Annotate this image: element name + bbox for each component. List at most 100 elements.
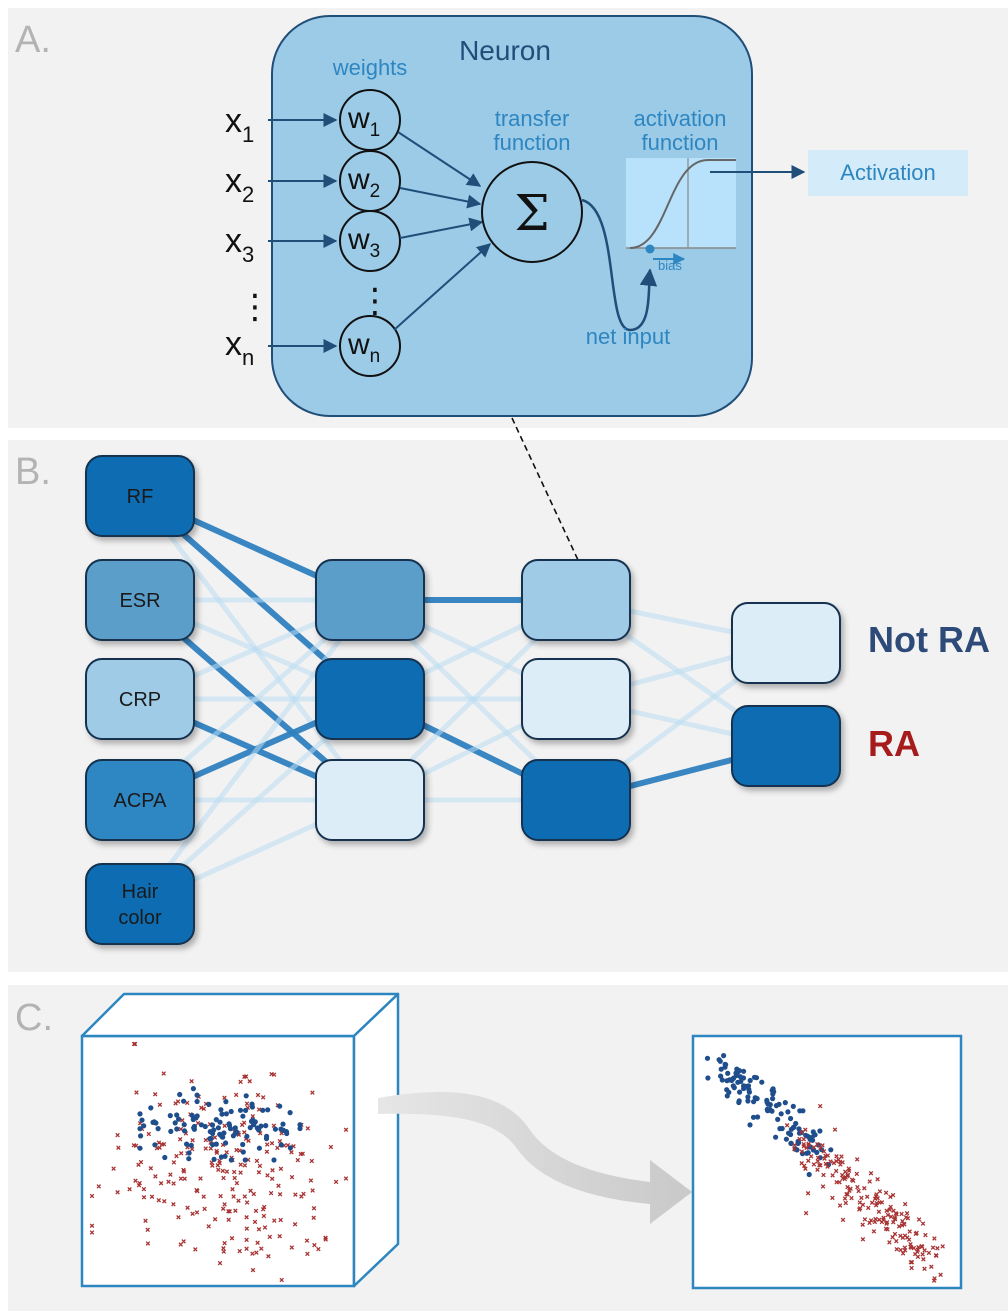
- cube-point-class-a: [184, 1141, 190, 1147]
- net-input-label: net input: [586, 324, 670, 349]
- projection-point-class-b: [922, 1266, 927, 1272]
- projection-point-class-b: [864, 1194, 870, 1200]
- projection-point-class-a: [750, 1114, 757, 1120]
- cube-point-class-a: [247, 1125, 253, 1131]
- projection-point-class-a: [724, 1078, 730, 1084]
- projection-point-class-b: [797, 1136, 802, 1142]
- cube-point-class-b: [178, 1151, 184, 1156]
- input-xn-label: xn: [225, 325, 254, 370]
- cube-point-class-a: [174, 1112, 180, 1118]
- cube-point-class-b: [255, 1240, 260, 1246]
- cube-point-class-b: [259, 1246, 264, 1251]
- projection-point-class-b: [860, 1222, 865, 1227]
- cube-point-class-b: [233, 1092, 239, 1098]
- cube-point-class-b: [305, 1126, 311, 1131]
- projection-point-class-b: [867, 1179, 872, 1184]
- cube-point-class-a: [265, 1107, 271, 1113]
- projection-point-class-b: [900, 1251, 906, 1256]
- cube-point-class-b: [233, 1208, 238, 1213]
- projection-point-class-b: [887, 1207, 892, 1212]
- projection-point-class-b: [926, 1250, 932, 1256]
- cube-point-class-a: [219, 1111, 225, 1117]
- projection-point-class-a: [747, 1122, 753, 1128]
- projection-point-class-b: [823, 1161, 829, 1167]
- projection-point-class-b: [821, 1149, 827, 1154]
- cube-point-class-b: [242, 1194, 248, 1199]
- cube-point-class-b: [304, 1238, 310, 1243]
- projection-point-class-b: [815, 1141, 820, 1147]
- projection-point-class-b: [900, 1218, 905, 1224]
- weight-w2-label: w2: [347, 163, 380, 202]
- cube-point-class-b: [250, 1251, 255, 1256]
- hidden1-node-1: [315, 658, 425, 740]
- projection-point-class-b: [825, 1164, 830, 1169]
- cube-point-class-b: [166, 1179, 171, 1185]
- neuron-title: Neuron: [459, 35, 551, 66]
- projection-point-class-a: [782, 1100, 788, 1106]
- projection-point-class-b: [784, 1123, 790, 1128]
- projection-point-class-b: [839, 1172, 845, 1178]
- outputs-node-1: [731, 705, 841, 787]
- cube-point-class-b: [244, 1246, 249, 1252]
- cube-point-class-a: [297, 1122, 303, 1128]
- cube-point-class-b: [171, 1181, 176, 1186]
- projection-point-class-a: [737, 1089, 743, 1095]
- projection-point-class-b: [832, 1127, 838, 1132]
- cube-point-class-b: [230, 1186, 235, 1192]
- cube-point-class-a: [186, 1156, 192, 1162]
- projection-point-class-b: [868, 1170, 874, 1176]
- cube-point-class-b: [190, 1211, 195, 1217]
- cube-point-class-b: [176, 1215, 181, 1220]
- projection-point-class-b: [935, 1246, 940, 1251]
- cube-point-class-a: [249, 1104, 255, 1110]
- cube-point-class-a: [186, 1150, 192, 1156]
- projection-point-class-a: [726, 1089, 732, 1095]
- projection-point-class-b: [916, 1217, 922, 1222]
- cube-point-class-b: [238, 1170, 243, 1175]
- projection-point-class-b: [922, 1248, 927, 1253]
- cube-point-class-b: [323, 1235, 328, 1241]
- projection-point-class-b: [919, 1243, 924, 1249]
- cube-point-class-b: [244, 1101, 250, 1106]
- cube-point-class-a: [198, 1122, 204, 1128]
- cube-point-class-b: [260, 1095, 266, 1100]
- transform-arrow: [378, 1092, 692, 1224]
- projection-point-class-a: [725, 1070, 731, 1076]
- projection-scatter-points: [704, 1053, 945, 1283]
- cube-point-class-b: [181, 1239, 186, 1244]
- projection-point-class-b: [877, 1200, 882, 1205]
- cube-point-class-a: [189, 1112, 195, 1118]
- projection-point-class-b: [860, 1237, 866, 1242]
- cube-point-class-b: [158, 1180, 164, 1186]
- cube-point-class-a: [172, 1120, 178, 1126]
- cube-point-class-b: [289, 1149, 294, 1155]
- cube-point-class-b: [134, 1090, 139, 1095]
- panel-c: C.: [8, 985, 1008, 1311]
- cube-point-class-b: [224, 1150, 229, 1155]
- cube-point-class-b: [238, 1079, 243, 1085]
- hidden2-node-1: [521, 658, 631, 740]
- cube-point-class-a: [194, 1098, 200, 1105]
- cube-point-class-b: [146, 1131, 152, 1137]
- projection-point-class-a: [752, 1095, 758, 1101]
- cube-point-class-b: [189, 1078, 194, 1084]
- cube-point-class-b: [208, 1146, 214, 1151]
- projection-point-class-b: [854, 1157, 860, 1162]
- projection-point-class-b: [806, 1158, 811, 1164]
- input-node-label-1-0: ESR: [119, 590, 160, 612]
- projection-point-class-a: [718, 1073, 724, 1079]
- cube-point-class-b: [262, 1225, 268, 1230]
- projection-point-class-b: [822, 1156, 827, 1161]
- cube-point-class-b: [305, 1251, 310, 1257]
- outputs-node-0: [731, 602, 841, 684]
- cube-point-class-b: [148, 1166, 154, 1171]
- cube-point-class-b: [174, 1153, 179, 1159]
- projection-point-class-a: [770, 1096, 776, 1102]
- projection-point-class-b: [850, 1178, 856, 1184]
- cube-point-class-b: [268, 1190, 274, 1196]
- cube-point-class-a: [280, 1121, 286, 1127]
- cube-point-class-b: [178, 1242, 183, 1247]
- cube-point-class-b: [89, 1230, 95, 1235]
- projection-point-class-b: [842, 1196, 848, 1201]
- cube-point-class-b: [236, 1198, 241, 1203]
